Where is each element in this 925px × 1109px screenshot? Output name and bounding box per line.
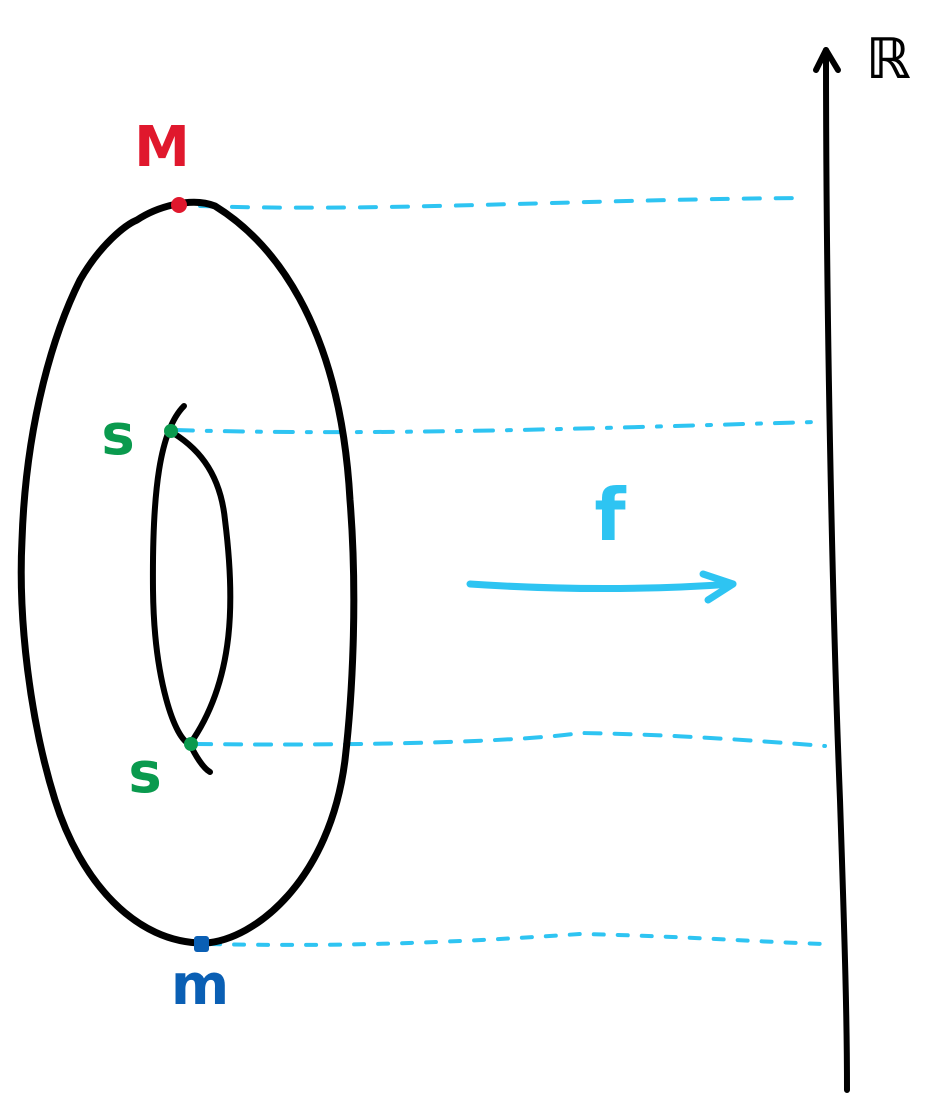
map-arrow (466, 570, 737, 604)
level-line-max (198, 196, 802, 210)
function-label: f (594, 473, 626, 557)
real-line-axis (813, 47, 850, 1093)
min-point (194, 936, 209, 952)
level-lines (173, 196, 827, 947)
torus-outer-contour (17, 198, 358, 947)
torus-hole-right-curve (165, 427, 234, 775)
reals-label: ℝ (866, 27, 911, 92)
saddle-label-upper: s (101, 403, 134, 468)
min-label: m (171, 953, 229, 1018)
torus-hole-left-curve (149, 403, 193, 747)
max-label: M (134, 115, 190, 180)
saddle-point-upper (164, 424, 178, 438)
level-line-saddle-lower (193, 730, 827, 748)
saddle-point-lower (184, 737, 198, 751)
saddle-label-lower: s (128, 741, 161, 806)
level-line-saddle-upper (173, 420, 817, 435)
max-point (171, 197, 187, 213)
level-line-min (208, 931, 827, 947)
